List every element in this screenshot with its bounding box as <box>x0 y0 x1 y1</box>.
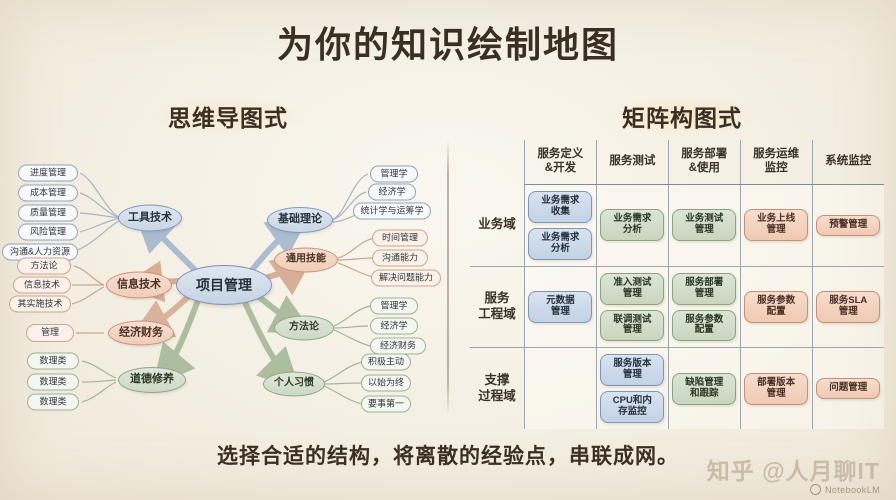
matrix-chip[interactable]: 服务参数配置 <box>744 291 809 323</box>
brand-label: NotebookLM <box>809 484 880 495</box>
matrix-cell: 业务上线管理 <box>739 184 813 267</box>
mindmap-branch-finance[interactable]: 经济财务 <box>108 320 174 346</box>
matrix-row: 支撑过程域 服务版本管理 CPU和内存监控缺陷管理和跟踪部署版本管理问题管理 <box>470 347 884 430</box>
mindmap-leaf[interactable]: 管理学 <box>370 297 418 315</box>
mindmap-branch-it[interactable]: 信息技术 <box>106 271 172 299</box>
matrix-cell: 准入测试管理联调测试管理 <box>595 265 669 348</box>
mindmap-leaf[interactable]: 数理类 <box>27 373 79 391</box>
watermark: 知乎 @人月聊IT <box>706 458 880 484</box>
matrix-chip[interactable]: 服务参数配置 <box>672 309 737 342</box>
mindmap-leaf[interactable]: 统计学与运筹学 <box>353 202 431 220</box>
matrix-chip[interactable]: 问题管理 <box>816 378 881 400</box>
matrix-column-header: 服务运维监控 <box>739 140 813 185</box>
matrix-cell <box>524 347 597 430</box>
matrix-chip[interactable]: 业务上线管理 <box>744 209 809 242</box>
caption: 选择合适的结构，将离散的经验点，串联成网。 <box>217 445 679 468</box>
matrix-header-row: 服务定义&开发服务测试服务部署&使用服务运维监控系统监控 <box>470 140 884 185</box>
mindmap-leaf[interactable]: 方法论 <box>17 257 71 275</box>
mindmap-leaf[interactable]: 其实施技术 <box>9 295 71 313</box>
left-panel-title: 思维导图式 <box>150 96 306 136</box>
notebooklm-icon <box>809 484 821 495</box>
matrix-corner-cell <box>470 140 525 185</box>
matrix-cell: 问题管理 <box>811 347 884 430</box>
matrix-row: 服务工程域元数据管理准入测试管理联调测试管理服务部署管理服务参数配置服务参数配置… <box>470 265 884 348</box>
mindmap-leaf[interactable]: 时间管理 <box>372 229 428 247</box>
matrix-chip[interactable]: 准入测试管理 <box>600 272 665 305</box>
matrix-row-header: 服务工程域 <box>470 265 525 348</box>
mindmap-leaf[interactable]: 积极主动 <box>361 353 411 371</box>
panel-divider <box>447 140 449 415</box>
matrix-chip[interactable]: 业务需求分析 <box>528 227 593 260</box>
mindmap-branch-habits[interactable]: 个人习惯 <box>263 371 325 397</box>
mindmap-branch-theory[interactable]: 基础理论 <box>267 207 333 233</box>
mindmap-leaf[interactable]: 成本管理 <box>18 184 78 202</box>
mindmap-branch-method[interactable]: 方法论 <box>274 315 334 341</box>
mindmap-diagram: 项目管理 工具技术 进度管理 成本管理 质量管理 风险管理 沟通&人力资源 信息… <box>0 130 447 425</box>
matrix-cell: 服务部署管理服务参数配置 <box>667 265 741 348</box>
matrix-cell: 元数据管理 <box>524 265 597 348</box>
mindmap-leaf[interactable]: 数理类 <box>27 352 79 370</box>
matrix-chip[interactable]: 部署版本管理 <box>744 372 809 405</box>
matrix-chip[interactable]: 元数据管理 <box>528 291 593 323</box>
matrix-body: 业务域业务需求收集业务需求分析业务需求分析业务测试管理业务上线管理预警管理服务工… <box>470 184 884 430</box>
matrix-chip[interactable]: CPU和内存监控 <box>600 391 665 424</box>
matrix-chip[interactable]: 业务需求分析 <box>600 209 665 242</box>
matrix-cell: 业务需求收集业务需求分析 <box>524 184 597 267</box>
matrix-column-header: 系统监控 <box>811 140 884 185</box>
mindmap-leaf[interactable]: 质量管理 <box>18 204 78 222</box>
matrix-chip[interactable]: 业务测试管理 <box>672 209 737 242</box>
mindmap-leaf[interactable]: 进度管理 <box>18 164 78 182</box>
matrix-row-header: 支撑过程域 <box>470 347 525 430</box>
matrix-cell: 服务参数配置 <box>739 265 813 348</box>
matrix-column-header: 服务测试 <box>595 140 669 185</box>
right-panel-title: 矩阵构图式 <box>604 96 760 136</box>
matrix-cell: 业务测试管理 <box>667 184 741 267</box>
matrix-chip[interactable]: 服务版本管理 <box>600 354 665 387</box>
matrix-diagram: 服务定义&开发服务测试服务部署&使用服务运维监控系统监控 业务域业务需求收集业务… <box>470 140 884 430</box>
matrix-chip[interactable]: 联调测试管理 <box>600 309 665 342</box>
matrix-column-header: 服务部署&使用 <box>667 140 741 185</box>
mindmap-leaf[interactable]: 沟通能力 <box>372 249 428 267</box>
mindmap-leaf[interactable]: 信息技术 <box>13 276 71 294</box>
page-title: 为你的知识绘制地图 <box>276 24 619 65</box>
brand-text: NotebookLM <box>824 484 880 495</box>
mindmap-leaf[interactable]: 管理 <box>26 324 74 342</box>
mindmap-leaf[interactable]: 管理学 <box>370 165 418 183</box>
mindmap-leaf[interactable]: 数理类 <box>27 393 79 411</box>
matrix-cell: 服务版本管理 CPU和内存监控 <box>595 347 669 430</box>
matrix-chip[interactable]: 预警管理 <box>816 214 881 236</box>
mindmap-center-node[interactable]: 项目管理 <box>176 265 272 305</box>
mindmap-branch-skills[interactable]: 通用技能 <box>274 247 338 273</box>
matrix-table: 服务定义&开发服务测试服务部署&使用服务运维监控系统监控 业务域业务需求收集业务… <box>470 140 884 430</box>
mindmap-leaf[interactable]: 解决问题能力 <box>371 269 441 287</box>
matrix-row-header: 业务域 <box>478 217 516 232</box>
matrix-chip[interactable]: 缺陷管理和跟踪 <box>672 372 737 405</box>
matrix-cell: 部署版本管理 <box>739 347 813 430</box>
mindmap-leaf[interactable]: 经济学 <box>370 317 418 335</box>
matrix-cell: 预警管理 <box>811 184 884 267</box>
matrix-column-header: 服务定义&开发 <box>524 140 597 185</box>
matrix-row: 业务域业务需求收集业务需求分析业务需求分析业务测试管理业务上线管理预警管理 <box>470 184 884 267</box>
matrix-cell: 缺陷管理和跟踪 <box>667 347 741 430</box>
mindmap-branch-tools[interactable]: 工具技术 <box>118 204 182 232</box>
mindmap-leaf[interactable]: 风险管理 <box>18 223 78 241</box>
matrix-chip[interactable]: 服务部署管理 <box>672 272 737 305</box>
matrix-cell: 业务需求分析 <box>595 184 669 267</box>
mindmap-leaf[interactable]: 经济财务 <box>370 337 426 355</box>
mindmap-leaf[interactable]: 以始为终 <box>361 374 411 392</box>
mindmap-leaf[interactable]: 经济学 <box>368 183 416 201</box>
matrix-chip[interactable]: 业务需求收集 <box>528 191 593 223</box>
mindmap-branch-ethics[interactable]: 道德修养 <box>118 367 186 393</box>
mindmap-leaf[interactable]: 要事第一 <box>361 395 411 413</box>
